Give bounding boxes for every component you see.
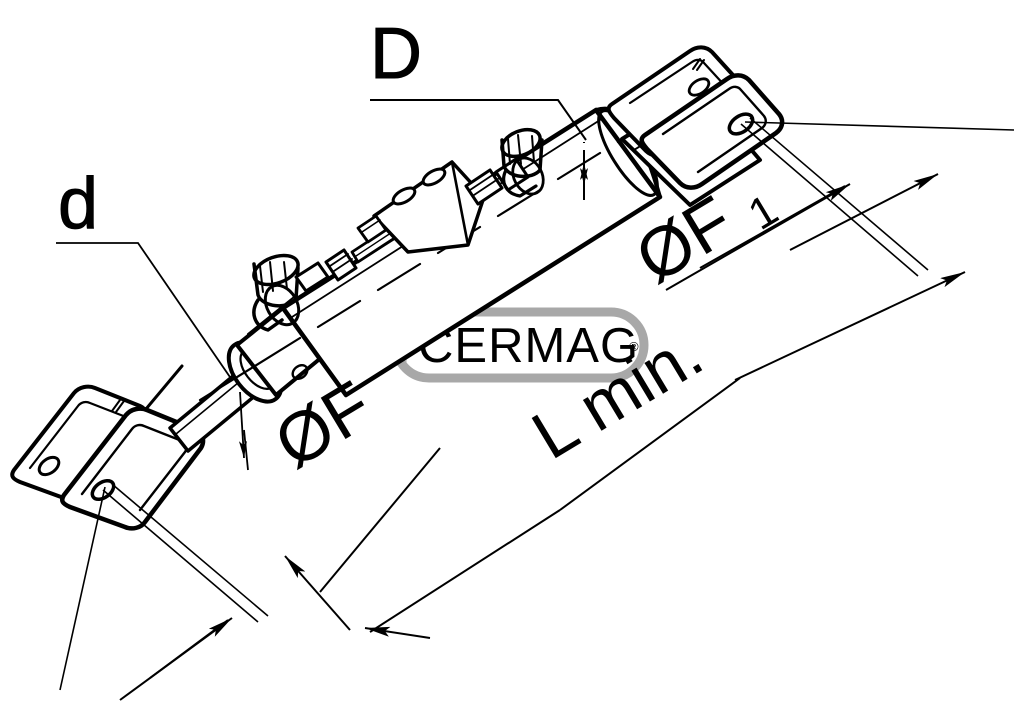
dimension-pin-right <box>789 173 939 251</box>
dimension-phiF <box>284 447 441 631</box>
dimension-phiF1 <box>665 183 851 291</box>
cylinder-assembly <box>10 45 785 531</box>
label-d: d <box>58 164 98 244</box>
dimension-Lmin <box>364 271 966 639</box>
dimension-D <box>370 99 588 200</box>
dimension-d <box>56 242 249 471</box>
upper-elbow-fitting <box>464 127 545 206</box>
valve-block <box>356 160 486 254</box>
dimension-pin-left <box>119 617 233 701</box>
dimension-layer: D d <box>56 14 1015 701</box>
label-D: D <box>370 14 422 94</box>
watermark-registered-icon: ® <box>629 339 639 354</box>
elbow-fitting <box>252 248 358 332</box>
